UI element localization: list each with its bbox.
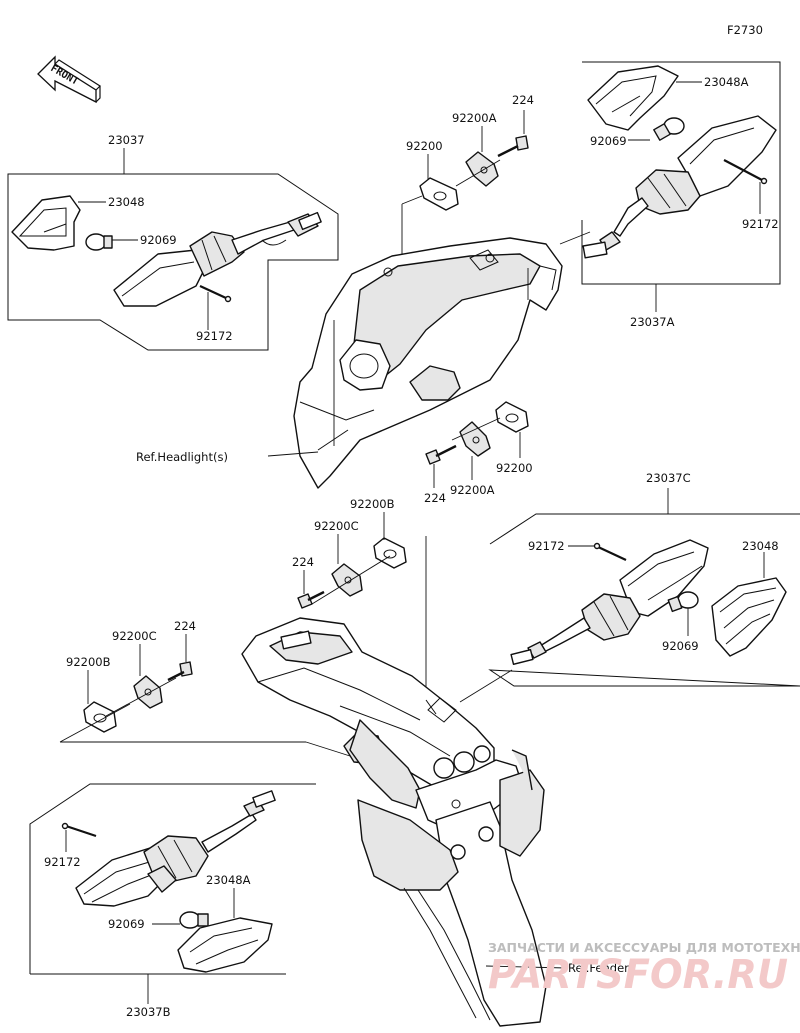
watermark-line1: ЗАПЧАСТИ И АКСЕССУАРЫ ДЛЯ МОТОТЕХНИКИ: [488, 940, 800, 955]
upper-mount-hardware: 224 92200A 92200: [401, 93, 534, 350]
rear-left-lens: [177, 917, 273, 973]
ref-fenders-label: Ref.Fenders: [568, 961, 635, 975]
front-left-turn-signal-group: 23037 23048 92069: [7, 133, 339, 351]
front-left-screw: [199, 285, 232, 303]
front-right-turn-signal-group: 23037A 23048A 92069: [581, 61, 781, 329]
ref-headlight-label: Ref.Headlight(s): [136, 450, 228, 464]
rear-left-screw: [61, 822, 97, 838]
label-23048-rr: 23048: [742, 539, 779, 553]
diagram-code: F2730: [727, 23, 763, 37]
label-92069-fr: 92069: [590, 134, 627, 148]
label-92069-rr: 92069: [662, 639, 699, 653]
front-right-lens: [587, 65, 679, 131]
rear-top-plate: [373, 537, 407, 569]
front-left-housing: [113, 211, 322, 307]
label-23048A: 23048A: [704, 75, 749, 89]
label-92172-fr: 92172: [742, 217, 779, 231]
top-bracket: [465, 151, 499, 187]
label-224-rear-top: 224: [292, 555, 314, 569]
front-cowl: [293, 237, 563, 489]
top-nut: [497, 135, 529, 158]
front-arrow-icon: FRONT: [37, 55, 101, 104]
label-23037B: 23037B: [126, 1005, 171, 1019]
rear-left-nut: [167, 661, 193, 682]
rear-left-housing: [75, 790, 276, 907]
label-23037A: 23037A: [630, 315, 675, 329]
label-92200-top: 92200: [406, 139, 443, 153]
rear-left-bracket: [133, 675, 163, 709]
label-92069-fl: 92069: [140, 233, 177, 247]
label-92200A-top: 92200A: [452, 111, 497, 125]
label-23048A-rl: 23048A: [206, 873, 251, 887]
rear-right-turn-signal-group: 23037C 92172 92069: [488, 471, 800, 687]
label-92200B-left: 92200B: [66, 655, 111, 669]
label-224-mid: 224: [424, 491, 446, 505]
rear-right-screw: [593, 542, 627, 561]
label-92200-mid: 92200: [496, 461, 533, 475]
watermark: ЗАПЧАСТИ И АКСЕССУАРЫ ДЛЯ МОТОТЕХНИКИ PA…: [488, 940, 800, 998]
front-left-lens: [11, 195, 81, 251]
label-92172-rr: 92172: [528, 539, 565, 553]
mid-bracket: [459, 421, 491, 457]
label-92172-rl: 92172: [44, 855, 81, 869]
label-92200C-left: 92200C: [112, 629, 157, 643]
mid-nut: [425, 444, 457, 465]
label-23048: 23048: [108, 195, 145, 209]
watermark-line2: PARTSFOR.RU: [488, 952, 788, 998]
rear-left-bulb: [179, 911, 209, 929]
mid-mount-hardware: 92200 92200A 224: [424, 401, 533, 505]
rear-right-housing: [510, 539, 709, 665]
front-right-screw: [723, 159, 768, 185]
rear-top-bracket: [331, 563, 363, 597]
front-right-bulb: [653, 117, 685, 141]
rear-tail-section: [241, 617, 547, 1027]
label-224-top: 224: [512, 93, 534, 107]
rear-upper-hardware: 92200B 92200C 224: [292, 497, 427, 720]
top-plate: [419, 177, 459, 211]
label-23037: 23037: [108, 133, 145, 147]
front-left-bulb: [85, 233, 113, 251]
rear-right-bulb: [667, 591, 699, 613]
rear-left-turn-signal-group: 23037B 92172 92069: [29, 783, 316, 1019]
label-92200C-top: 92200C: [314, 519, 359, 533]
label-92200A-mid: 92200A: [450, 483, 495, 497]
label-23037C: 23037C: [646, 471, 691, 485]
mid-plate: [495, 401, 529, 433]
rear-left-hardware: 92200C 224 92200B: [59, 619, 306, 743]
label-92200B-top: 92200B: [350, 497, 395, 511]
rear-right-lens: [711, 577, 787, 657]
front-right-housing: [582, 115, 777, 259]
rear-top-nut: [297, 590, 325, 609]
rear-left-plate: [83, 701, 117, 733]
label-92172-fl: 92172: [196, 329, 233, 343]
label-224-left: 224: [174, 619, 196, 633]
label-92069-rl: 92069: [108, 917, 145, 931]
